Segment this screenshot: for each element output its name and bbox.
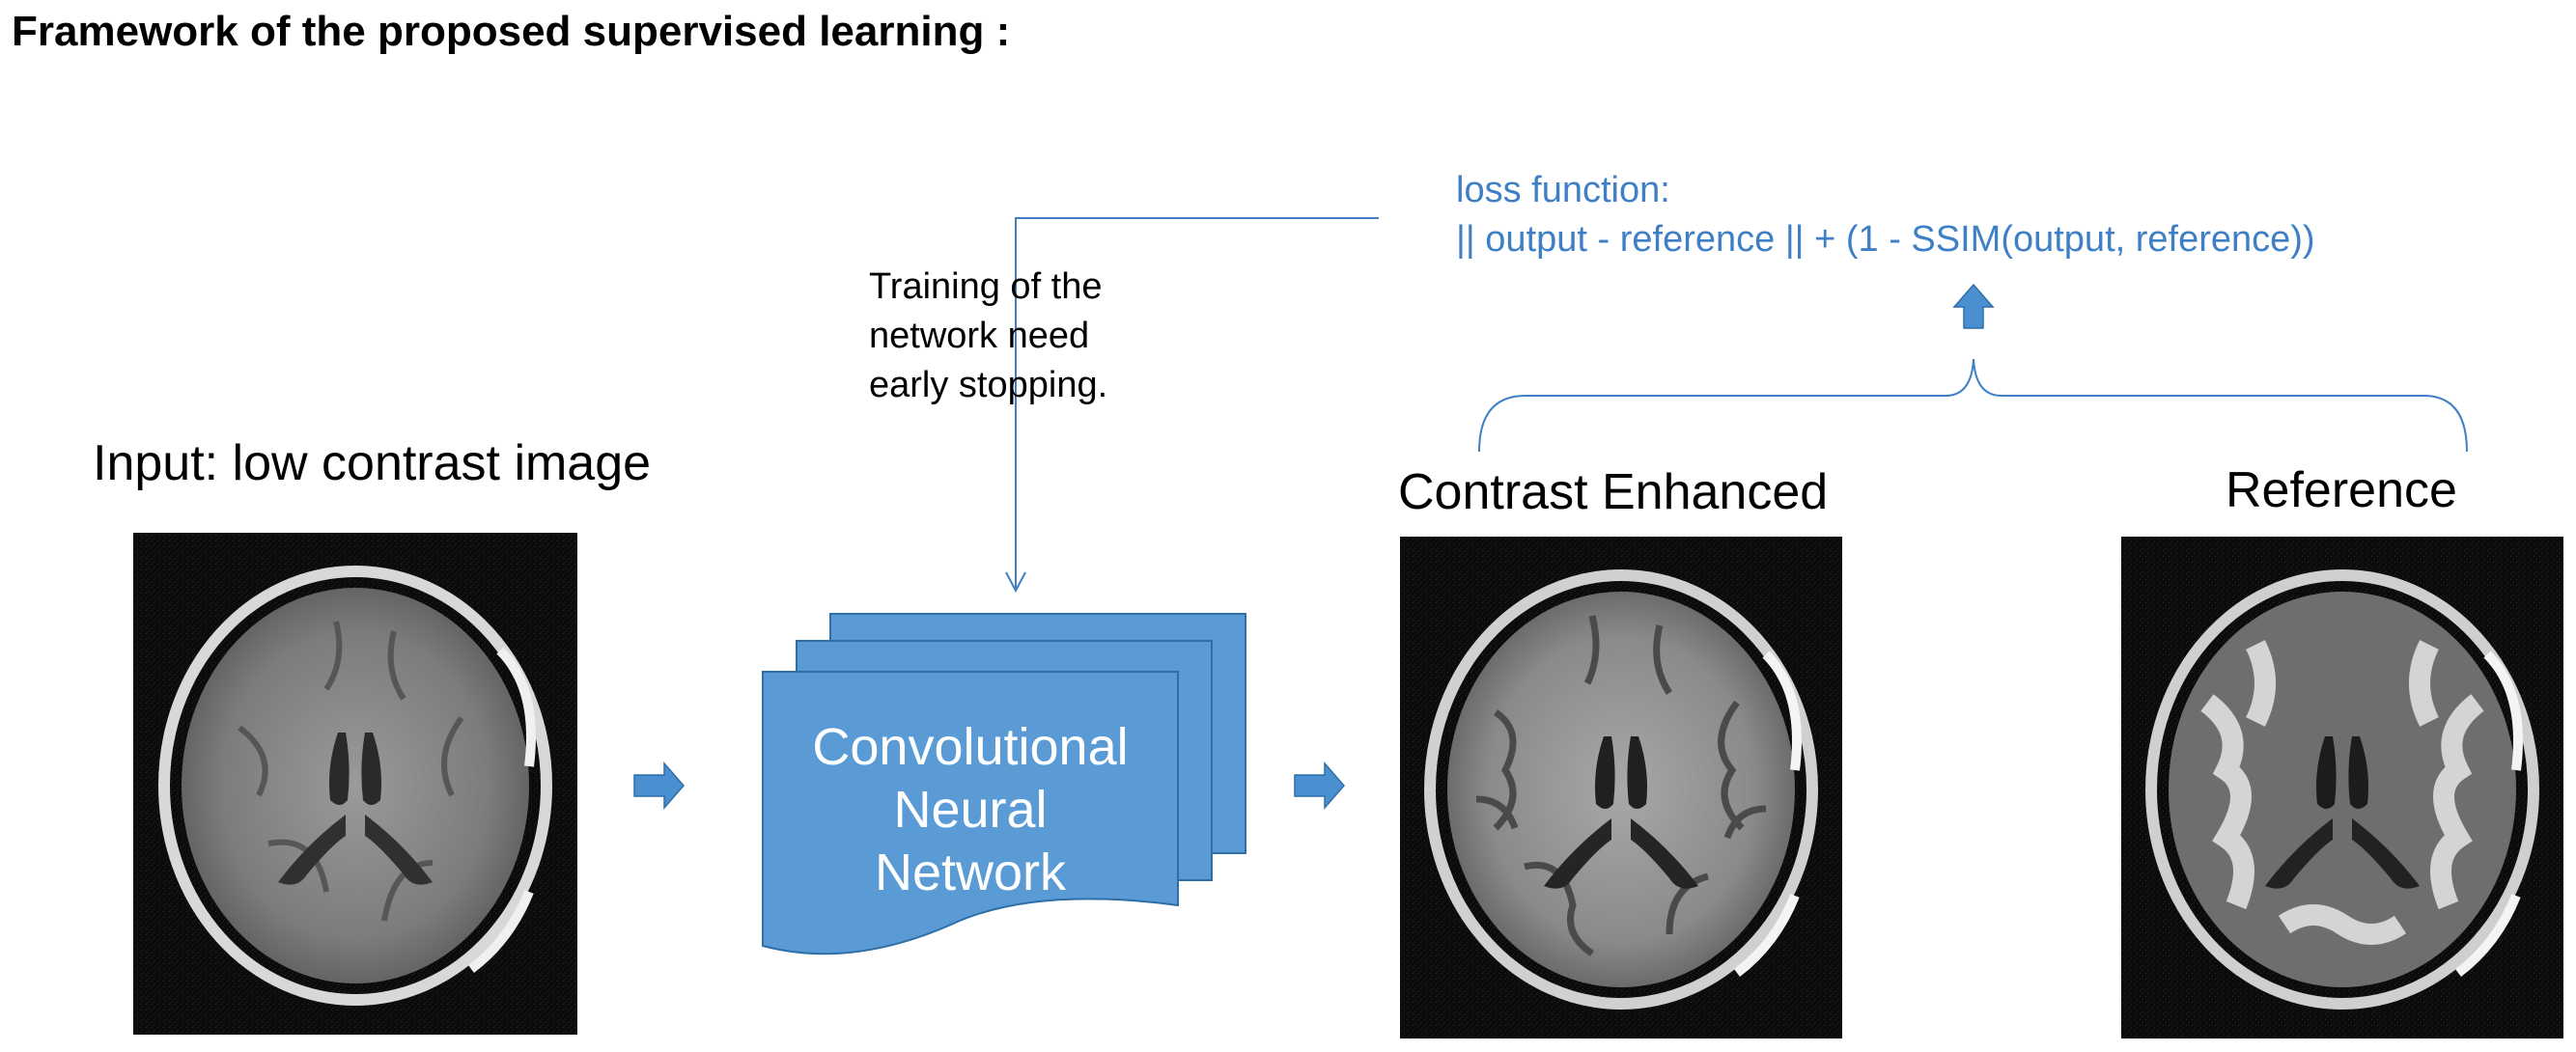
training-note-line: Training of the (869, 266, 1103, 307)
label-input-image: Input: low contrast image (93, 435, 652, 491)
feedback-arrowhead-icon (1005, 571, 1026, 594)
up-arrow-to-loss-icon (1952, 283, 1995, 329)
loss-function-formula: || output - reference || + (1 - SSIM(out… (1456, 219, 2315, 260)
cnn-label-line: Neural (893, 781, 1048, 839)
training-note: Training of the network need early stopp… (869, 263, 1107, 410)
mri-image-enhanced (1400, 537, 1842, 1038)
label-reference: Reference (2226, 462, 2457, 518)
feedback-line (1015, 217, 1379, 589)
label-contrast-enhanced: Contrast Enhanced (1398, 464, 1829, 520)
mri-image-reference (2121, 537, 2563, 1038)
diagram-title: Framework of the proposed supervised lea… (12, 8, 1011, 55)
flow-arrow-cnn-to-enhanced-icon (1294, 761, 1345, 811)
mri-image-input (133, 533, 577, 1035)
cnn-label-line: Convolutional (812, 718, 1129, 776)
training-note-line: network need (869, 316, 1090, 356)
cnn-label: Convolutional Neural Network (763, 716, 1178, 904)
cnn-block-stack (762, 613, 1246, 955)
cnn-block-front (762, 671, 1179, 955)
cnn-label-line: Network (874, 844, 1067, 901)
training-note-line: early stopping. (869, 365, 1108, 405)
loss-function-label: loss function: (1456, 170, 1670, 210)
comparison-brace (1478, 358, 2468, 453)
flow-arrow-input-to-cnn-icon (633, 761, 685, 811)
loss-function: loss function: || output - reference || … (1456, 166, 2315, 264)
